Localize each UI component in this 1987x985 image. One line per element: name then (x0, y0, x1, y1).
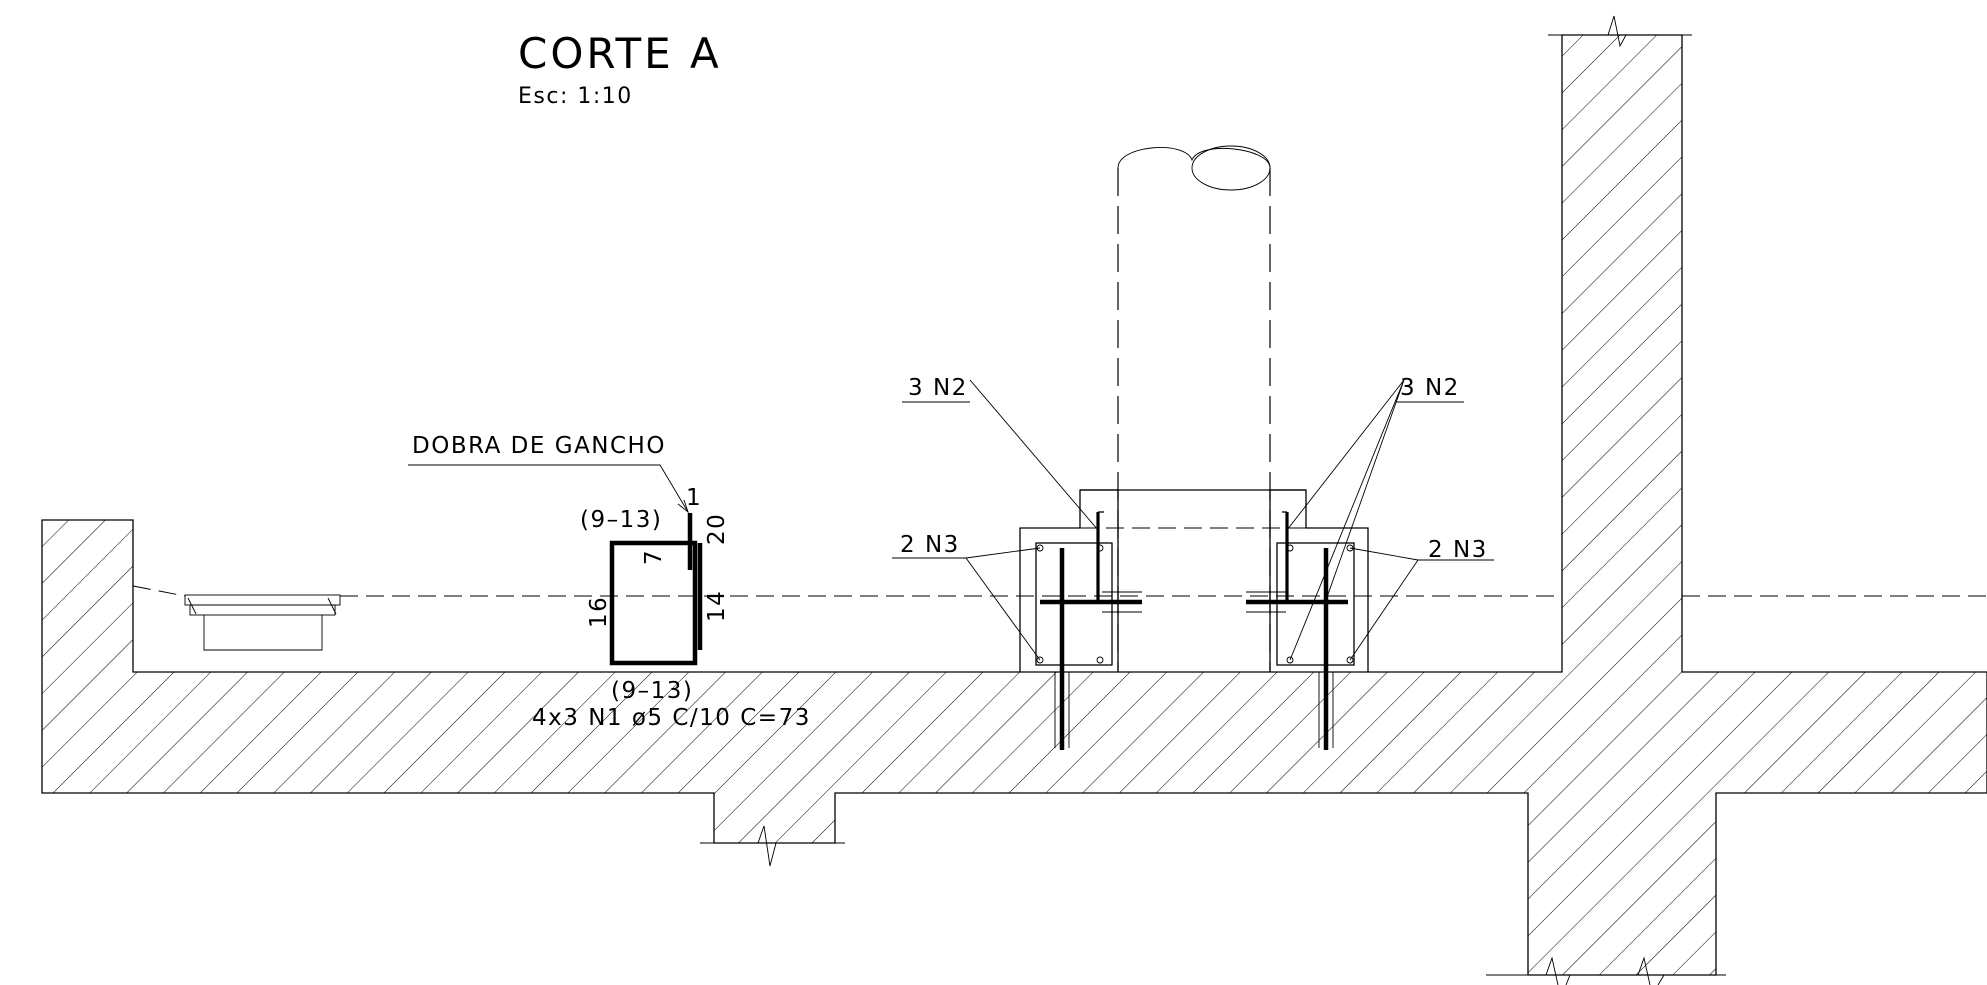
hook-bend-leader (408, 464, 689, 513)
right-2n3-label: 2 N3 (1428, 537, 1488, 563)
stirrup-spec: 4x3 N1 ø5 C/10 C=73 (532, 705, 811, 731)
hook-bend-label: DOBRA DE GANCHO (412, 433, 666, 459)
drawing-title: CORTE A (518, 29, 722, 78)
break-line-beam-right (1486, 956, 1726, 985)
left-2n3-label: 2 N3 (900, 532, 960, 558)
hook-bend-arrow (677, 499, 689, 514)
stirrup-spacing-bottom: (9–13) (611, 678, 693, 704)
left-2n3-leader (892, 547, 1041, 661)
floor-drain (184, 594, 341, 651)
water-level-line (132, 585, 1987, 597)
encasement-left (1019, 489, 1142, 750)
right-3n2-label: 3 N2 (1400, 375, 1460, 401)
break-line-wall-top (1548, 15, 1692, 48)
encasement-right (1246, 489, 1369, 750)
dim-hook: 1 (686, 485, 702, 511)
dim-14: 14 (704, 590, 730, 622)
pipe (1117, 145, 1271, 670)
concrete-slab (41, 34, 1987, 976)
left-3n2-label: 3 N2 (908, 375, 968, 401)
dim-20: 20 (704, 513, 730, 545)
right-3n2-leader (1286, 379, 1464, 661)
break-line-beam-left (700, 825, 845, 867)
stirrup-spacing-top: (9–13) (580, 507, 662, 533)
left-3n2-leader (902, 379, 1099, 531)
dim-7: 7 (641, 549, 667, 565)
dim-16: 16 (586, 596, 612, 628)
right-2n3-leader (1349, 547, 1494, 661)
stirrup-detail (609, 513, 703, 666)
drawing-scale: Esc: 1:10 (518, 84, 633, 109)
